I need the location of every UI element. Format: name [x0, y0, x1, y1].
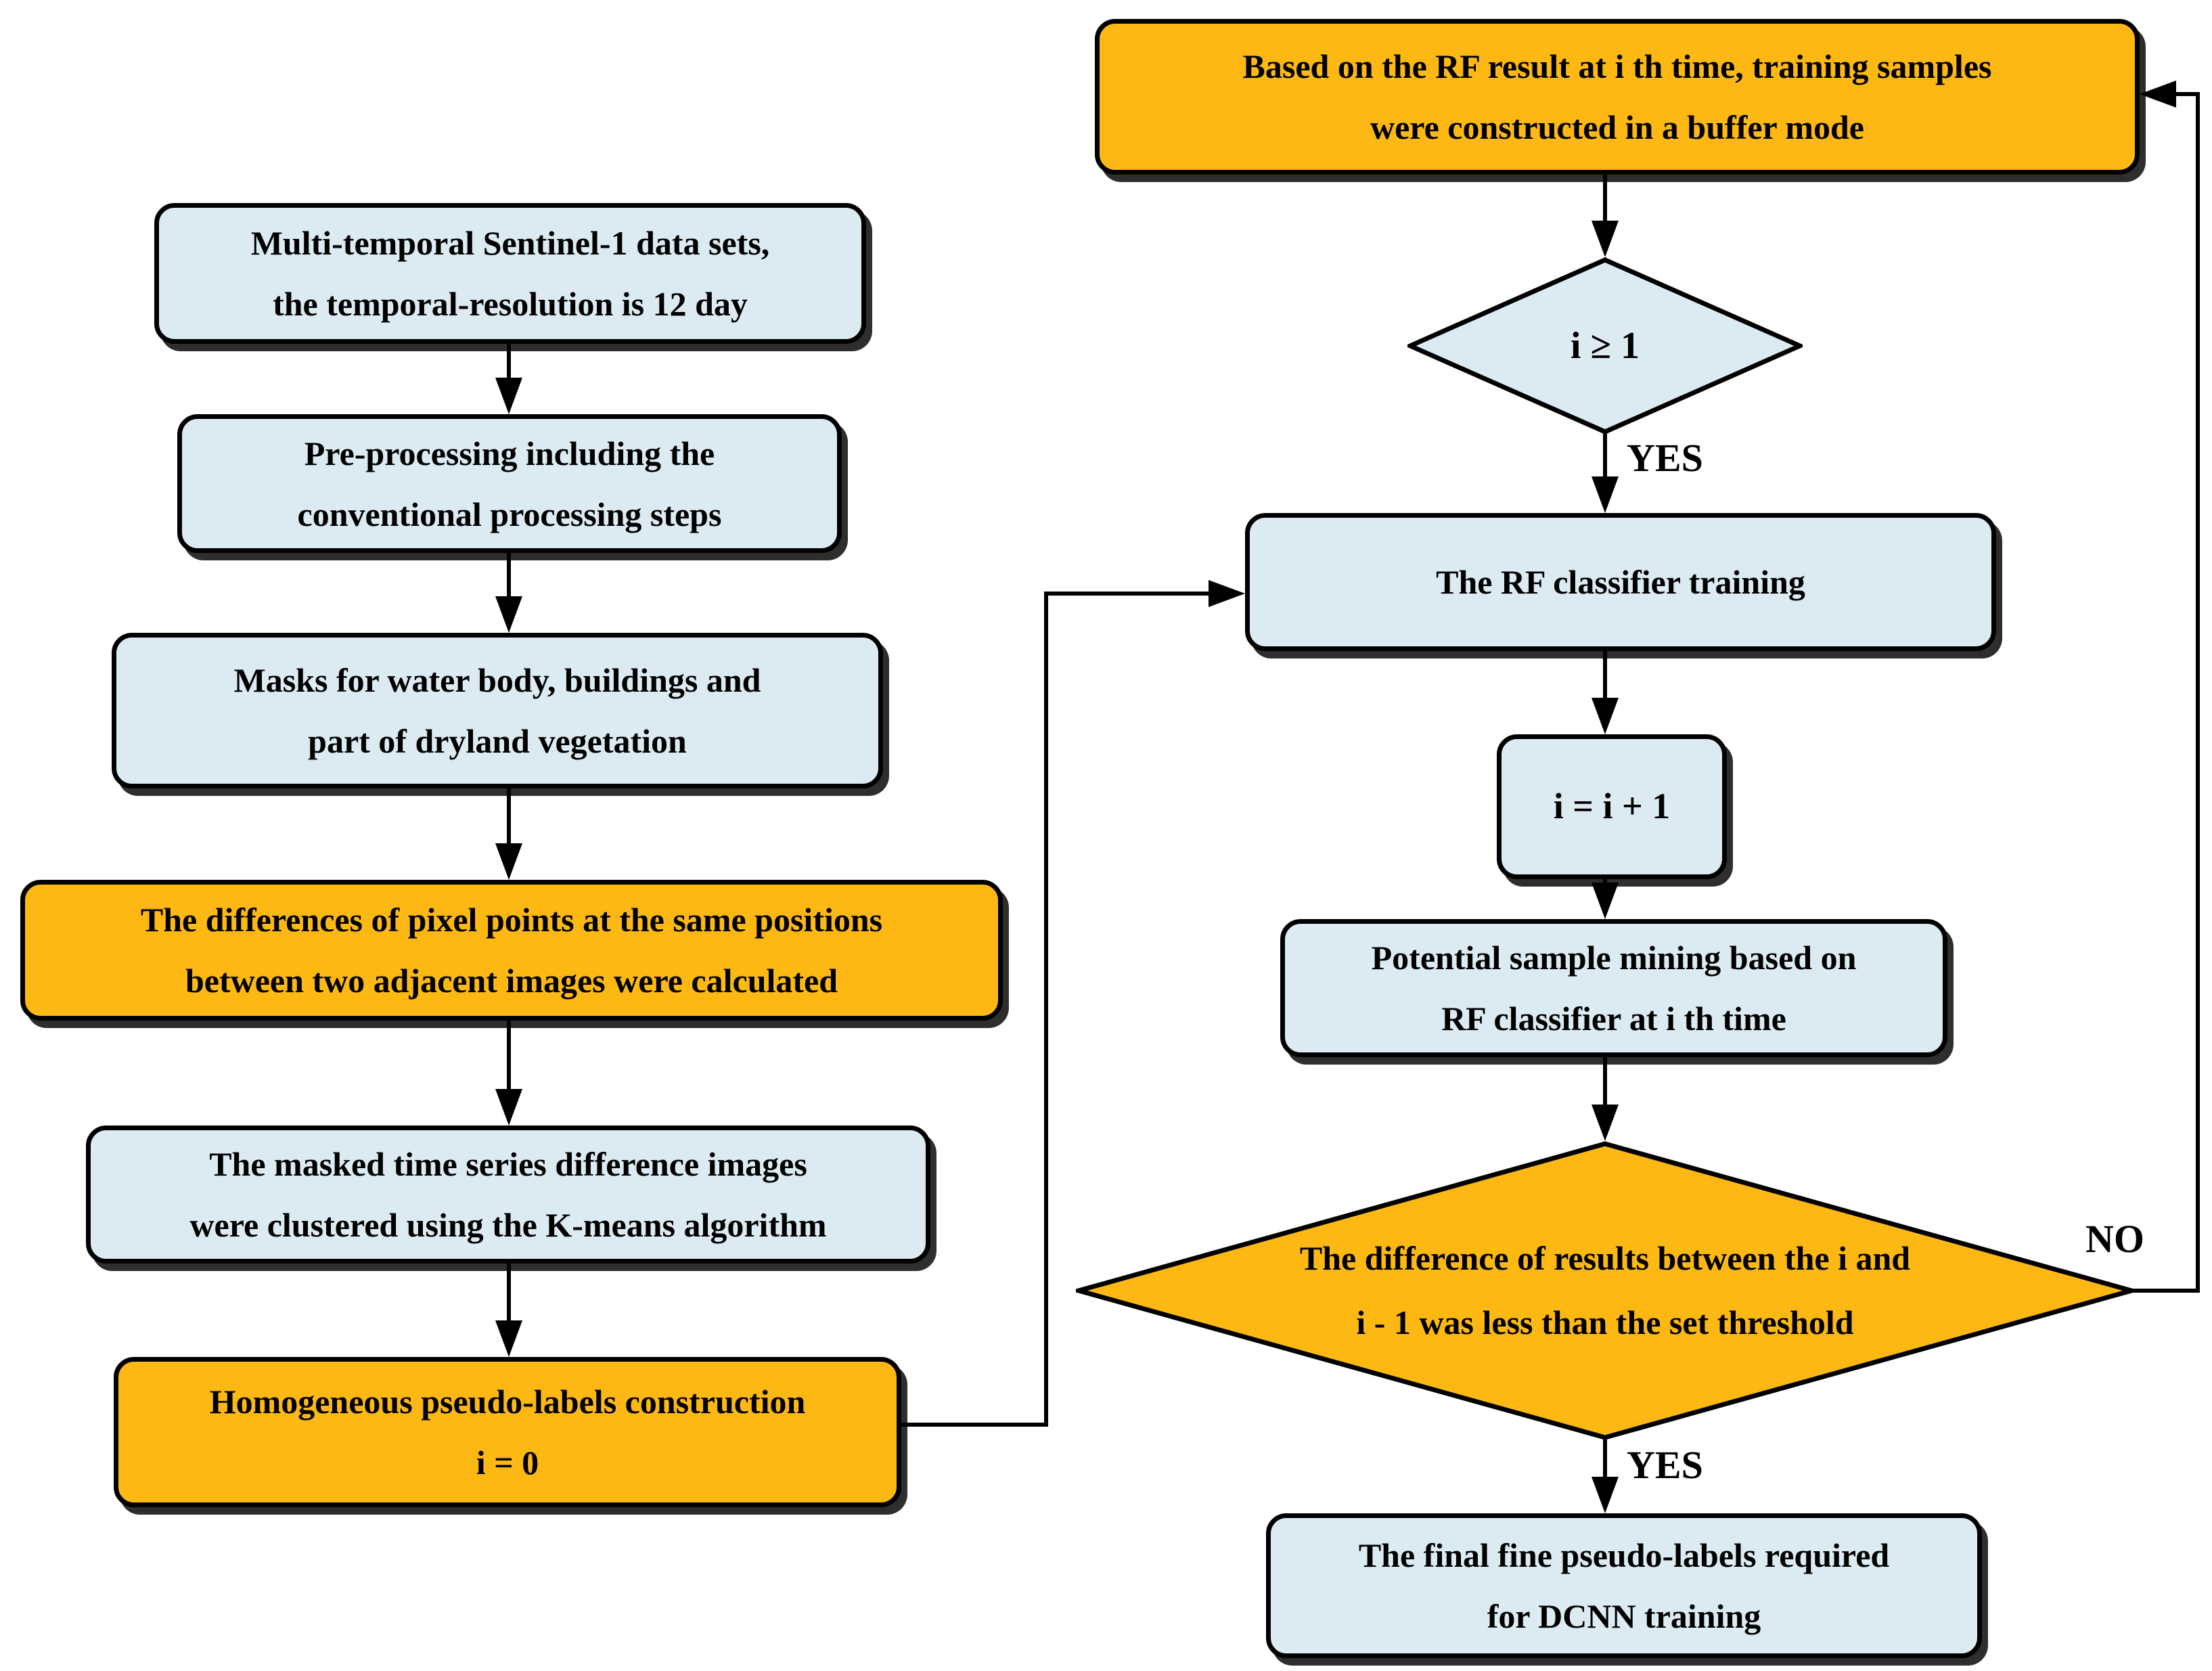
- no-loop-bottom-segment: [2131, 1289, 2200, 1293]
- node-text: Masks for water body, buildings and: [233, 661, 761, 699]
- node-kmeans-clustering: The masked time series difference images…: [86, 1126, 930, 1264]
- node-text: The differences of pixel points at the s…: [140, 901, 883, 939]
- node-text: conventional processing steps: [297, 495, 722, 533]
- node-text: were clustered using the K-means algorit…: [189, 1206, 827, 1244]
- node-pixel-differences: The differences of pixel points at the s…: [20, 880, 1003, 1021]
- no-loop-top-segment: [2176, 92, 2200, 96]
- arrow-down-icon: [1592, 698, 1619, 734]
- node-potential-sample-mining: Potential sample mining based on RF clas…: [1280, 919, 1947, 1057]
- arrow-down-icon: [495, 1320, 522, 1357]
- arrow-mining-to-threshold-line: [1603, 1056, 1607, 1107]
- label-yes-2: YES: [1627, 1443, 1703, 1487]
- node-text: between two adjacent images were calcula…: [185, 962, 838, 1000]
- node-text: RF classifier at i th time: [1441, 1000, 1786, 1038]
- node-text: Based on the RF result at i th time, tra…: [1242, 47, 1992, 85]
- node-text: Multi-temporal Sentinel-1 data sets,: [250, 224, 770, 262]
- arrow-threshold-yes-line: [1603, 1439, 1607, 1478]
- decision-text: i ≥ 1: [1570, 325, 1640, 367]
- node-rf-training: The RF classifier training: [1245, 513, 1996, 651]
- label-yes-1: YES: [1627, 436, 1703, 480]
- arrow-preprocess-to-masks-line: [507, 552, 511, 599]
- feed-loop-vertical-segment: [1044, 592, 1048, 1427]
- arrow-buffer-to-ige1-line: [1603, 173, 1607, 222]
- feed-loop-bottom-segment: [901, 1423, 1048, 1427]
- node-sentinel-datasets: Multi-temporal Sentinel-1 data sets, the…: [154, 203, 866, 344]
- node-masks: Masks for water body, buildings and part…: [112, 633, 883, 788]
- node-text: i = i + 1: [1553, 786, 1671, 827]
- diamond-shape-icon: [1076, 1141, 2134, 1440]
- arrow-right-icon: [1209, 580, 1245, 607]
- node-text: for DCNN training: [1487, 1597, 1761, 1635]
- node-pseudo-label-construction: Homogeneous pseudo-labels construction i…: [114, 1357, 901, 1507]
- node-text: Pre-processing including the: [304, 434, 715, 472]
- arrow-sentinel-to-preprocess-line: [507, 342, 511, 380]
- diamond-shape-icon: [1407, 257, 1803, 435]
- decision-threshold: The difference of results between the i …: [1076, 1141, 2134, 1440]
- arrow-masks-to-differences-line: [507, 787, 511, 845]
- arrow-differences-to-kmeans-line: [507, 1019, 511, 1090]
- node-text: the temporal-resolution is 12 day: [273, 285, 748, 323]
- decision-i-ge-1: i ≥ 1: [1407, 257, 1803, 435]
- decision-text-line: i - 1 was less than the set threshold: [1356, 1304, 1854, 1341]
- node-text: part of dryland vegetation: [308, 722, 687, 760]
- node-text: were constructed in a buffer mode: [1370, 108, 1864, 146]
- node-text: Potential sample mining based on: [1371, 939, 1857, 977]
- decision-text-line: The difference of results between the i …: [1299, 1239, 1911, 1277]
- arrow-down-icon: [495, 843, 522, 880]
- node-final-pseudo-labels: The final fine pseudo-labels required fo…: [1266, 1513, 1982, 1658]
- arrow-down-icon: [1592, 1105, 1619, 1141]
- arrow-down-icon: [1592, 1477, 1619, 1513]
- arrow-down-icon: [1592, 883, 1619, 919]
- arrow-down-icon: [495, 596, 522, 633]
- node-text: i = 0: [476, 1444, 539, 1481]
- decision-text: The difference of results between the i …: [1076, 1141, 2134, 1440]
- arrow-rftraining-to-increment-line: [1603, 650, 1607, 700]
- arrow-left-icon: [2140, 81, 2176, 108]
- arrow-down-icon: [1592, 221, 1619, 257]
- arrow-down-icon: [495, 378, 522, 414]
- arrow-kmeans-to-homogeneous-line: [507, 1262, 511, 1322]
- node-text: The RF classifier training: [1436, 563, 1805, 601]
- node-text: The masked time series difference images: [209, 1145, 807, 1183]
- no-loop-vertical-segment: [2196, 92, 2200, 1293]
- label-no: NO: [2085, 1217, 2144, 1261]
- node-increment-i: i = i + 1: [1497, 734, 1727, 879]
- node-buffer-samples: Based on the RF result at i th time, tra…: [1095, 19, 2140, 175]
- node-preprocessing: Pre-processing including the conventiona…: [177, 414, 842, 553]
- feed-loop-top-segment: [1044, 592, 1209, 596]
- arrow-down-icon: [1592, 476, 1619, 513]
- arrow-down-icon: [495, 1089, 522, 1126]
- node-text: The final fine pseudo-labels required: [1358, 1536, 1890, 1574]
- node-text: Homogeneous pseudo-labels construction: [209, 1383, 806, 1421]
- arrow-ige1-yes-line: [1603, 433, 1607, 478]
